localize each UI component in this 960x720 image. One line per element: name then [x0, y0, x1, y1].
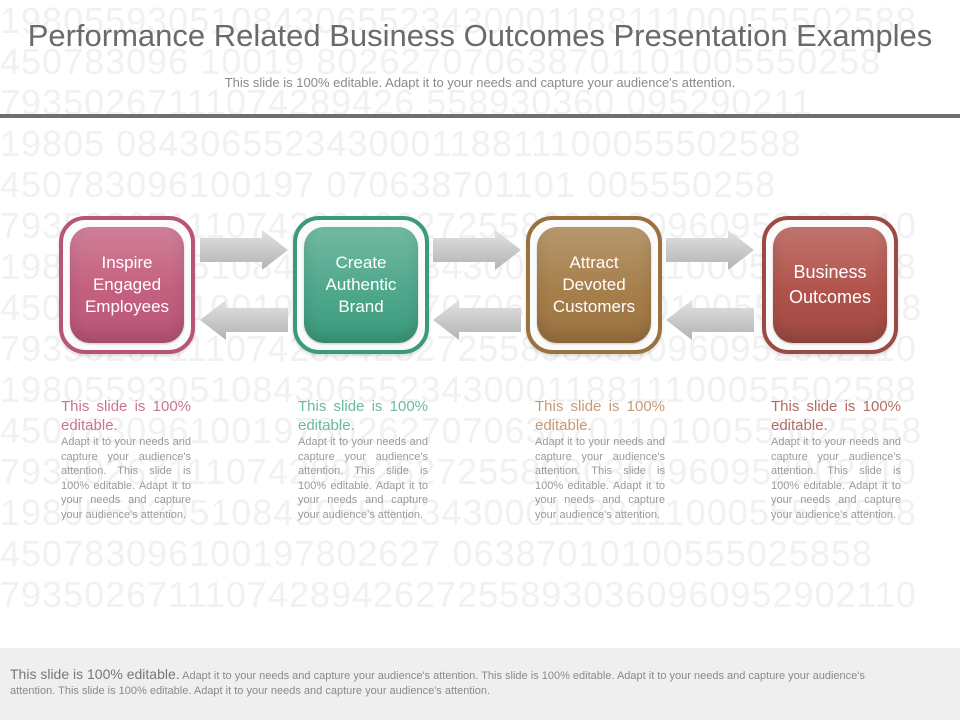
step-label-4: Business Outcomes	[773, 227, 887, 343]
step-label-3: Attract Devoted Customers	[537, 227, 651, 343]
step-box-4[interactable]: Business Outcomes	[762, 216, 898, 354]
description-1: This slide is 100% editable. Adapt it to…	[61, 397, 191, 522]
background-row: 450783096 10019 802627070638701101005550…	[0, 41, 882, 82]
left-arrow-icon	[666, 300, 754, 340]
step-box-3[interactable]: Attract Devoted Customers	[526, 216, 662, 354]
background-row: 1980559305108430655234300011881110005550…	[0, 369, 917, 410]
background-row: 450783096100197 070638701101 005550258	[0, 164, 777, 205]
footer-bar: This slide is 100% editable. Adapt it to…	[0, 648, 960, 720]
description-lead: This slide is 100% editable.	[535, 398, 665, 434]
left-arrow-icon	[433, 300, 521, 340]
description-3: This slide is 100% editable. Adapt it to…	[535, 397, 665, 522]
step-label-2: Create Authentic Brand	[304, 227, 418, 343]
background-row: 19805 084306552343000118811100055502588	[0, 123, 802, 164]
description-2: This slide is 100% editable. Adapt it to…	[298, 397, 428, 522]
step-box-2[interactable]: Create Authentic Brand	[293, 216, 429, 354]
step-label-1: Inspire Engaged Employees	[70, 227, 184, 343]
description-body: Adapt it to your needs and capture your …	[298, 436, 428, 521]
step-box-1[interactable]: Inspire Engaged Employees	[59, 216, 195, 354]
background-row: 1980559305108430655234300011881110005550…	[0, 492, 917, 533]
description-4: This slide is 100% editable. Adapt it to…	[771, 397, 901, 522]
right-arrow-icon	[200, 230, 288, 270]
description-body: Adapt it to your needs and capture your …	[61, 436, 191, 521]
slide-subtitle: This slide is 100% editable. Adapt it to…	[224, 75, 736, 90]
background-row: 450783096100197802627 063870101005550258…	[0, 533, 873, 574]
description-body: Adapt it to your needs and capture your …	[771, 436, 901, 521]
footer-text: This slide is 100% editable. Adapt it to…	[10, 667, 910, 699]
slide-title: Performance Related Business Outcomes Pr…	[27, 18, 933, 53]
right-arrow-icon	[666, 230, 754, 270]
description-body: Adapt it to your needs and capture your …	[535, 436, 665, 521]
footer-lead: This slide is 100% editable.	[10, 666, 180, 682]
background-row: 7935026711107428942627255893036096095290…	[0, 451, 917, 492]
description-lead: This slide is 100% editable.	[771, 398, 901, 434]
left-arrow-icon	[200, 300, 288, 340]
background-row: 4507830961001978026270706387011010055502…	[0, 410, 923, 451]
description-lead: This slide is 100% editable.	[298, 398, 428, 434]
right-arrow-icon	[433, 230, 521, 270]
footer-body: Adapt it to your needs and capture your …	[10, 670, 865, 697]
background-row: 1980559305108430655234300011881110005550…	[0, 0, 917, 41]
background-row: 7935026711107428942627255893036096095290…	[0, 574, 917, 615]
description-lead: This slide is 100% editable.	[61, 398, 191, 434]
title-divider	[0, 114, 960, 118]
